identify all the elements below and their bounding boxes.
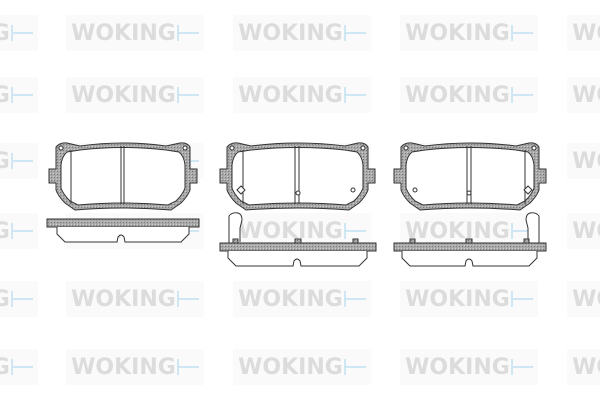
watermark-tile: WOKING	[66, 281, 204, 317]
pad-2-wear-sensor-front	[236, 185, 246, 195]
watermark-text: WOKING	[572, 20, 600, 46]
watermark-logo-icon	[343, 359, 366, 375]
watermark-text: WOKING	[238, 286, 343, 312]
watermark-tile: WOKING	[567, 143, 600, 179]
watermark-tile: WOKING	[0, 213, 38, 249]
watermark-logo-icon	[510, 87, 533, 103]
watermark-logo-icon	[176, 291, 199, 307]
watermark-tile: WOKING	[233, 281, 371, 317]
watermark-text: WOKING	[405, 218, 510, 244]
pad-2-wear-sensor-clip	[228, 212, 243, 243]
watermark-tile: WOKING	[0, 77, 38, 113]
watermark-tile: WOKING	[233, 15, 371, 51]
watermark-tile: WOKING	[400, 281, 538, 317]
watermark-text: WOKING	[238, 218, 343, 244]
watermark-text: WOKING	[405, 82, 510, 108]
watermark-text: WOKING	[71, 20, 176, 46]
watermark-tile: WOKING	[66, 77, 204, 113]
watermark-tile: WOKING	[0, 281, 38, 317]
watermark-text: WOKING	[405, 20, 510, 46]
watermark-text: WOKING	[572, 354, 600, 380]
pad-2-side-friction	[227, 251, 368, 267]
watermark-tile: WOKING	[233, 77, 371, 113]
watermark-text: WOKING	[0, 286, 10, 312]
watermark-text: WOKING	[405, 354, 510, 380]
pad-3-friction-material	[405, 147, 535, 206]
watermark-text: WOKING	[0, 354, 10, 380]
watermark-text: WOKING	[71, 82, 176, 108]
watermark-logo-icon	[176, 25, 199, 41]
watermark-text: WOKING	[572, 218, 600, 244]
watermark-logo-icon	[176, 87, 199, 103]
watermark-tile: WOKING	[567, 15, 600, 51]
watermark-text: WOKING	[405, 286, 510, 312]
watermark-tile: WOKING	[0, 15, 38, 51]
watermark-text: WOKING	[572, 82, 600, 108]
watermark-tile: WOKING	[400, 77, 538, 113]
watermark-text: WOKING	[238, 20, 343, 46]
pad-1-friction-material	[60, 147, 186, 206]
watermark-tile: WOKING	[567, 213, 600, 249]
watermark-tile: WOKING	[66, 15, 204, 51]
watermark-tile: WOKING	[0, 349, 38, 385]
watermark-logo-icon	[10, 25, 33, 41]
watermark-logo-icon	[510, 25, 533, 41]
watermark-text: WOKING	[238, 82, 343, 108]
watermark-text: WOKING	[0, 148, 10, 174]
watermark-tile: WOKING	[66, 349, 204, 385]
watermark-logo-icon	[343, 291, 366, 307]
watermark-logo-icon	[176, 359, 199, 375]
watermark-tile: WOKING	[567, 349, 600, 385]
pad-3-side-backing	[393, 242, 547, 252]
brake-pad-3	[393, 142, 547, 267]
watermark-logo-icon	[510, 291, 533, 307]
watermark-logo-icon	[10, 359, 33, 375]
watermark-logo-icon	[510, 223, 533, 239]
watermark-logo-icon	[343, 87, 366, 103]
brake-pad-1	[46, 142, 200, 243]
watermark-text: WOKING	[71, 354, 176, 380]
pad-2-friction-material	[231, 147, 364, 206]
pad-3-side-friction	[401, 251, 538, 267]
pad-3-wear-sensor-front	[523, 185, 533, 195]
watermark-text: WOKING	[0, 82, 10, 108]
pad-2-side-backing	[219, 242, 377, 252]
pad-1-side-backing	[46, 218, 200, 228]
watermark-logo-icon	[343, 25, 366, 41]
watermark-text: WOKING	[572, 286, 600, 312]
watermark-text: WOKING	[0, 218, 10, 244]
watermark-text: WOKING	[0, 20, 10, 46]
watermark-tile: WOKING	[400, 349, 538, 385]
watermark-logo-icon	[10, 153, 33, 169]
watermark-tile: WOKING	[0, 143, 38, 179]
pad-3-wear-sensor-clip	[525, 212, 540, 243]
watermark-logo-icon	[510, 359, 533, 375]
watermark-logo-icon	[10, 291, 33, 307]
pad-1-side-friction	[56, 227, 190, 243]
watermark-logo-icon	[10, 223, 33, 239]
watermark-text: WOKING	[71, 286, 176, 312]
watermark-tile: WOKING	[567, 77, 600, 113]
brake-pad-2	[219, 142, 377, 267]
watermark-text: WOKING	[238, 354, 343, 380]
watermark-logo-icon	[10, 87, 33, 103]
watermark-tile: WOKING	[233, 349, 371, 385]
watermark-tile: WOKING	[567, 281, 600, 317]
watermark-logo-icon	[343, 223, 366, 239]
watermark-tile: WOKING	[400, 15, 538, 51]
watermark-text: WOKING	[572, 148, 600, 174]
